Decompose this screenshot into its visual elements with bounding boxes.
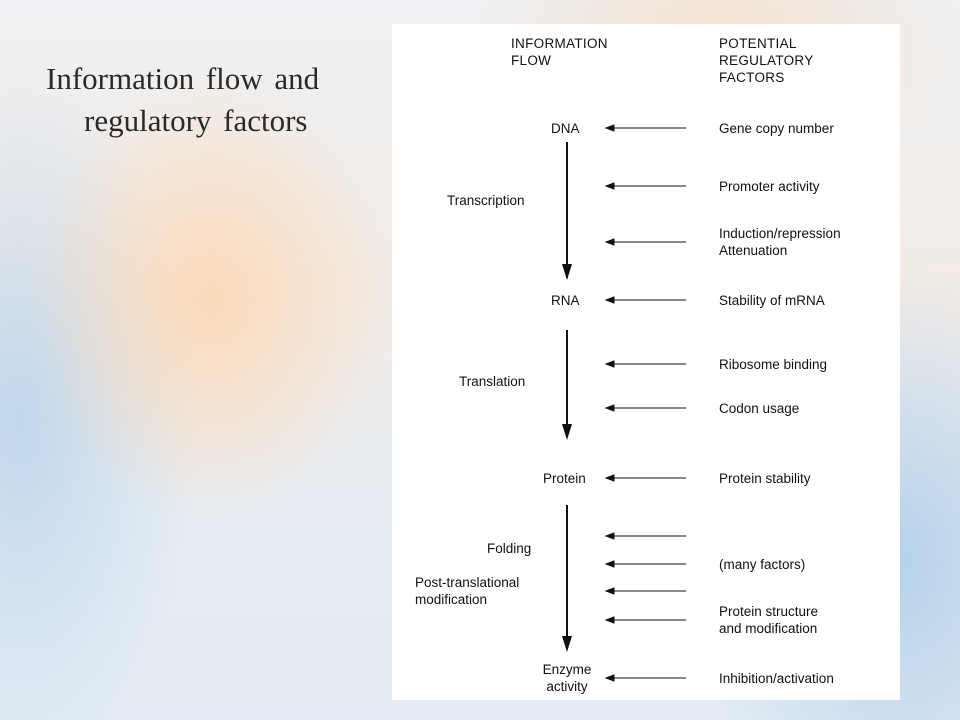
process-post-translational: Post-translational modification	[415, 575, 520, 607]
factor-protein-stability: Protein stability	[719, 471, 811, 486]
slide-title: Information flow and regulatory factors	[46, 58, 386, 142]
factor-inhibition-activation: Inhibition/activation	[719, 671, 834, 686]
process-folding: Folding	[487, 541, 532, 556]
header-potential-factors: POTENTIAL REGULATORY FACTORS	[719, 36, 814, 85]
node-protein: Protein	[543, 471, 586, 486]
factor-protein-structure: Protein structure and modification	[719, 604, 819, 636]
node-dna: DNA	[551, 121, 580, 136]
factor-ribosome-binding: Ribosome binding	[719, 357, 828, 372]
factor-many-factors: (many factors)	[719, 557, 806, 572]
factor-codon-usage: Codon usage	[719, 401, 800, 416]
process-transcription: Transcription	[447, 193, 525, 208]
factor-induction-attenuation: Induction/repression Attenuation	[719, 226, 841, 258]
diagram-arrows	[562, 124, 686, 682]
factor-gene-copy-number: Gene copy number	[719, 121, 834, 136]
node-rna: RNA	[551, 293, 580, 308]
factor-promoter-activity: Promoter activity	[719, 179, 820, 194]
title-line-1: Information flow and	[46, 61, 320, 96]
node-enzyme-activity: Enzyme activity	[542, 662, 592, 694]
header-information-flow: INFORMATION FLOW	[511, 36, 608, 68]
title-line-2: regulatory factors	[84, 103, 308, 138]
diagram-panel: INFORMATION FLOW POTENTIAL REGULATORY FA…	[392, 24, 900, 700]
factor-mrna-stability: Stability of mRNA	[719, 293, 825, 308]
process-translation: Translation	[459, 374, 526, 389]
